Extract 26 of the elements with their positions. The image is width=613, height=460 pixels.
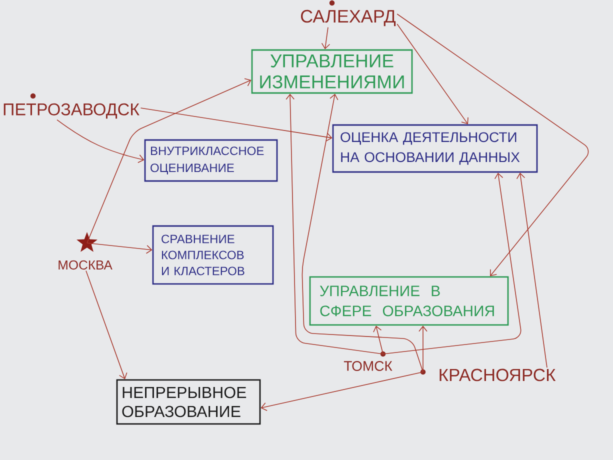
- arrow: [286, 94, 384, 354]
- city-label: МОСКВА: [58, 260, 112, 270]
- arrow: [302, 94, 424, 372]
- arrow: [382, 172, 522, 354]
- topic-box: ОЦЕНКА ДЕЯТЕЛЬНОСТИ НА ОСНОВАНИИ ДАННЫХ: [332, 124, 538, 173]
- arrow: [516, 172, 548, 368]
- topic-box: СРАВНЕНИЕ КОМПЛЕКСОВ И КЛАСТЕРОВ: [152, 225, 274, 285]
- arrow: [321, 26, 330, 50]
- city-label: КРАСНОЯРСК: [440, 368, 556, 382]
- arrow: [373, 326, 384, 354]
- topic-box: УПРАВЛЕНИЕ ИЗМЕНЕНИЯМИ: [251, 49, 413, 94]
- arrow: [396, 24, 468, 124]
- city-label: САЛЕХАРД: [301, 10, 396, 26]
- arrow: [140, 108, 332, 142]
- arrow: [86, 242, 152, 254]
- arrow: [260, 372, 424, 412]
- topic-box: ВНУТРИКЛАССНОЕ ОЦЕНИВАНИЕ: [144, 139, 278, 182]
- arrow: [396, 14, 589, 276]
- city-label: ПЕТРОЗАВОДСК: [4, 103, 140, 119]
- arrow: [418, 326, 428, 372]
- city-label: ТОМСК: [344, 361, 392, 371]
- arrow: [86, 78, 252, 244]
- topic-box: УПРАВЛЕНИЕ В СФЕРЕ ОБРАЗОВАНИЯ: [309, 276, 509, 326]
- arrow: [86, 270, 128, 380]
- arrow: [56, 119, 144, 164]
- topic-box: НЕПРЕРЫВНОЕ ОБРАЗОВАНИЕ: [116, 379, 261, 425]
